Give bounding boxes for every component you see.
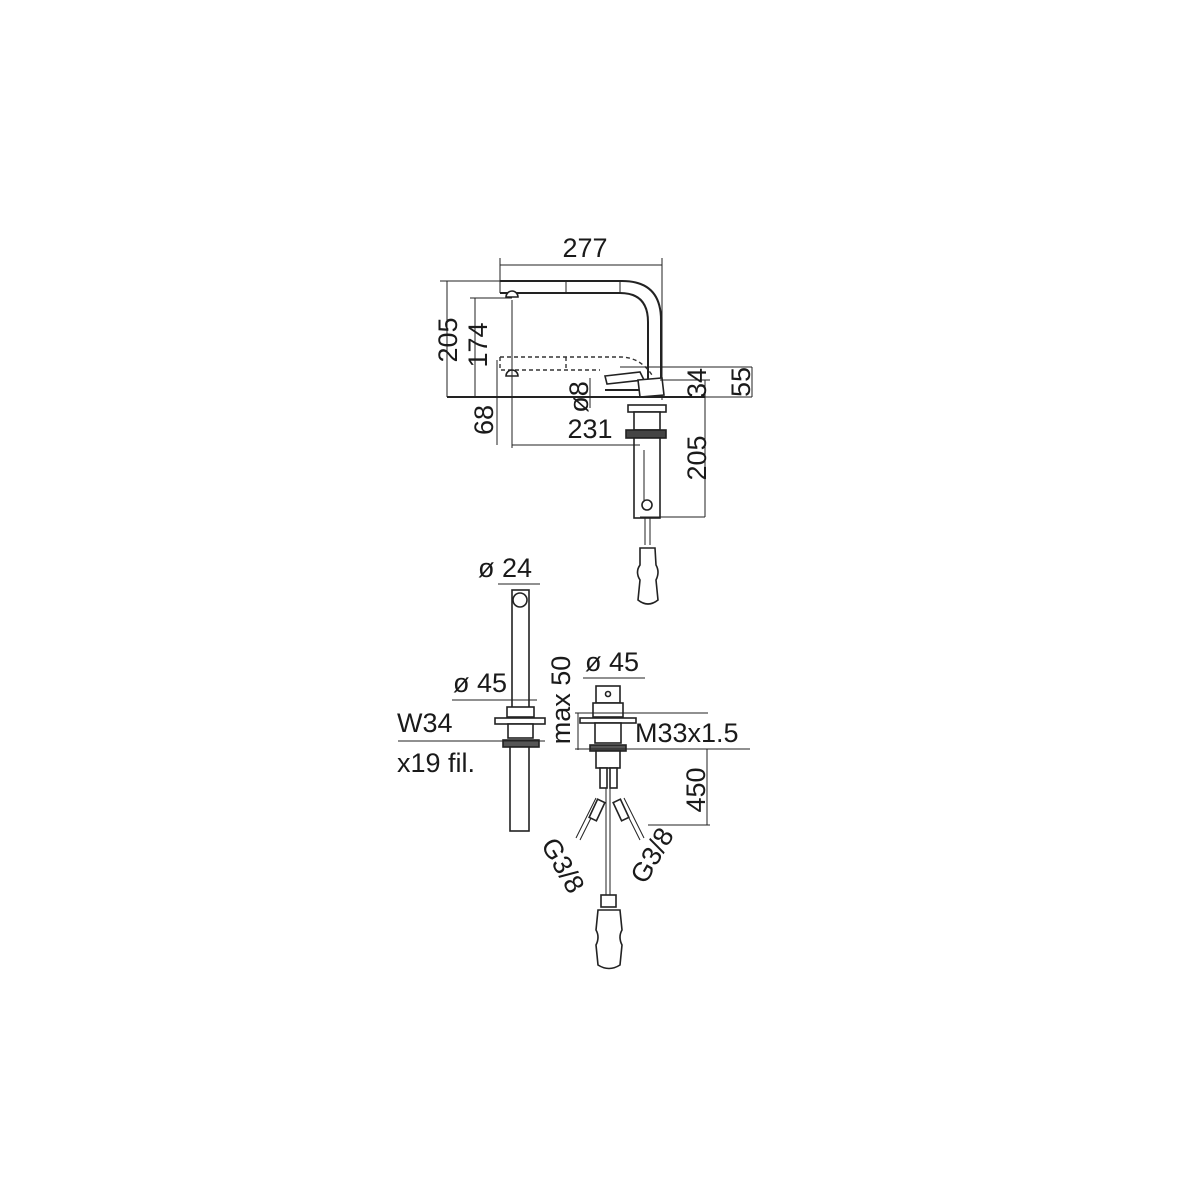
hose-fitting (609, 767, 618, 789)
thread-spec: M33x1.5 (635, 718, 739, 748)
spout-inner (500, 292, 649, 380)
connection-left: G3/8 (535, 833, 590, 899)
body-cap (637, 377, 665, 398)
deck-plate (494, 717, 546, 725)
dim-34: 34 (682, 368, 712, 398)
counterweight (636, 547, 659, 605)
counterweight (595, 909, 623, 970)
shank-upper (594, 722, 622, 744)
lock-nut (589, 744, 627, 752)
thread-spec-line2: x19 fil. (397, 748, 475, 778)
base (506, 706, 535, 718)
thread-spec-line1: W34 (397, 708, 453, 738)
pulled-spout-outline (500, 356, 653, 376)
shank-upper (507, 723, 534, 739)
cartridge-hole (604, 690, 612, 698)
dim-base-diameter: ø 45 (453, 668, 507, 698)
shank (509, 746, 530, 832)
body (592, 702, 624, 718)
body-tube (633, 411, 661, 431)
mount-view: ø 45 max 50 M33x1.5 450 G3/8 G3/8 (535, 647, 750, 970)
hose-clamp (600, 894, 617, 908)
dim-spout-diameter: ø 24 (478, 553, 532, 583)
hose-fitting (599, 767, 608, 789)
flange (627, 404, 667, 413)
pulled-spout-outline (499, 357, 600, 371)
dim-205-below: 205 (682, 435, 712, 480)
dim-277: 277 (562, 233, 607, 263)
dim-hose-diameter: ø8 (564, 381, 594, 413)
hose-fitting (641, 499, 653, 511)
lock-nut (625, 429, 667, 439)
connection-right: G3/8 (625, 823, 680, 889)
dim-hose-length: 450 (681, 767, 711, 812)
dim-231: 231 (567, 414, 612, 444)
side-view: 277 205 174 68 (433, 233, 756, 605)
spout-column (511, 589, 530, 718)
nozzle-icon (505, 290, 519, 298)
dim-68: 68 (469, 405, 499, 435)
dim-max-deck: max 50 (546, 656, 576, 745)
dim-55: 55 (726, 367, 756, 397)
dim-174: 174 (463, 322, 493, 367)
dim-205-height: 205 (433, 317, 463, 362)
connector-left (588, 798, 606, 822)
connector-right (612, 798, 630, 822)
shank (595, 750, 621, 769)
spout-end-circle (512, 592, 528, 608)
front-view: ø 24 ø 45 W34 x19 fil. (397, 553, 546, 832)
dim-mount-diameter: ø 45 (585, 647, 639, 677)
spout-outer (500, 280, 662, 380)
